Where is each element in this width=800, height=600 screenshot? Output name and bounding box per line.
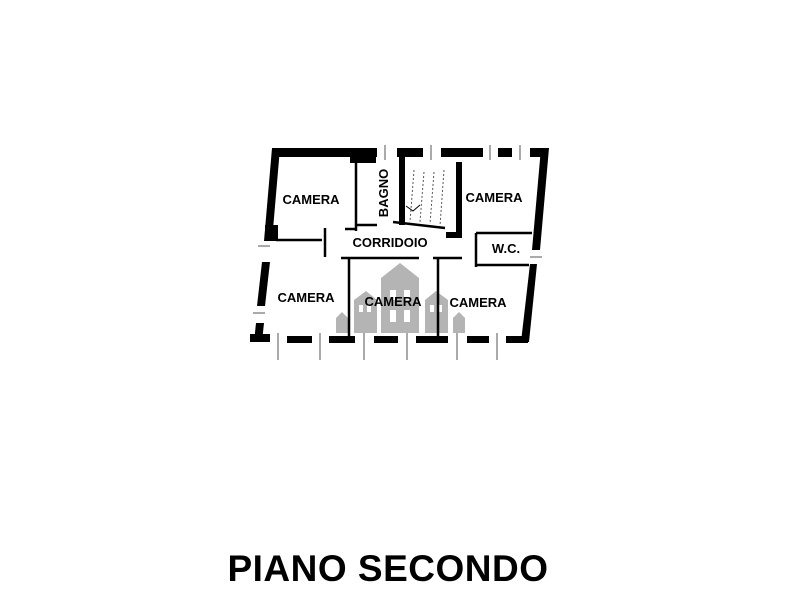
- walls: [250, 148, 549, 343]
- watermark-house-icon: [336, 263, 465, 333]
- staircase: [405, 169, 445, 227]
- room-label-camera-3: CAMERA: [277, 290, 335, 305]
- room-label-camera-4: CAMERA: [364, 294, 422, 309]
- room-label-camera-5: CAMERA: [449, 295, 507, 310]
- floor-title: PIANO SECONDO: [227, 548, 549, 589]
- room-label-camera-2: CAMERA: [465, 190, 523, 205]
- room-label-camera-1: CAMERA: [282, 192, 340, 207]
- room-label-bagno: BAGNO: [376, 169, 391, 217]
- interior-walls: [276, 163, 532, 336]
- window-marks: [253, 145, 542, 360]
- room-label-wc: W.C.: [492, 241, 520, 256]
- room-label-corridoio: CORRIDOIO: [352, 235, 427, 250]
